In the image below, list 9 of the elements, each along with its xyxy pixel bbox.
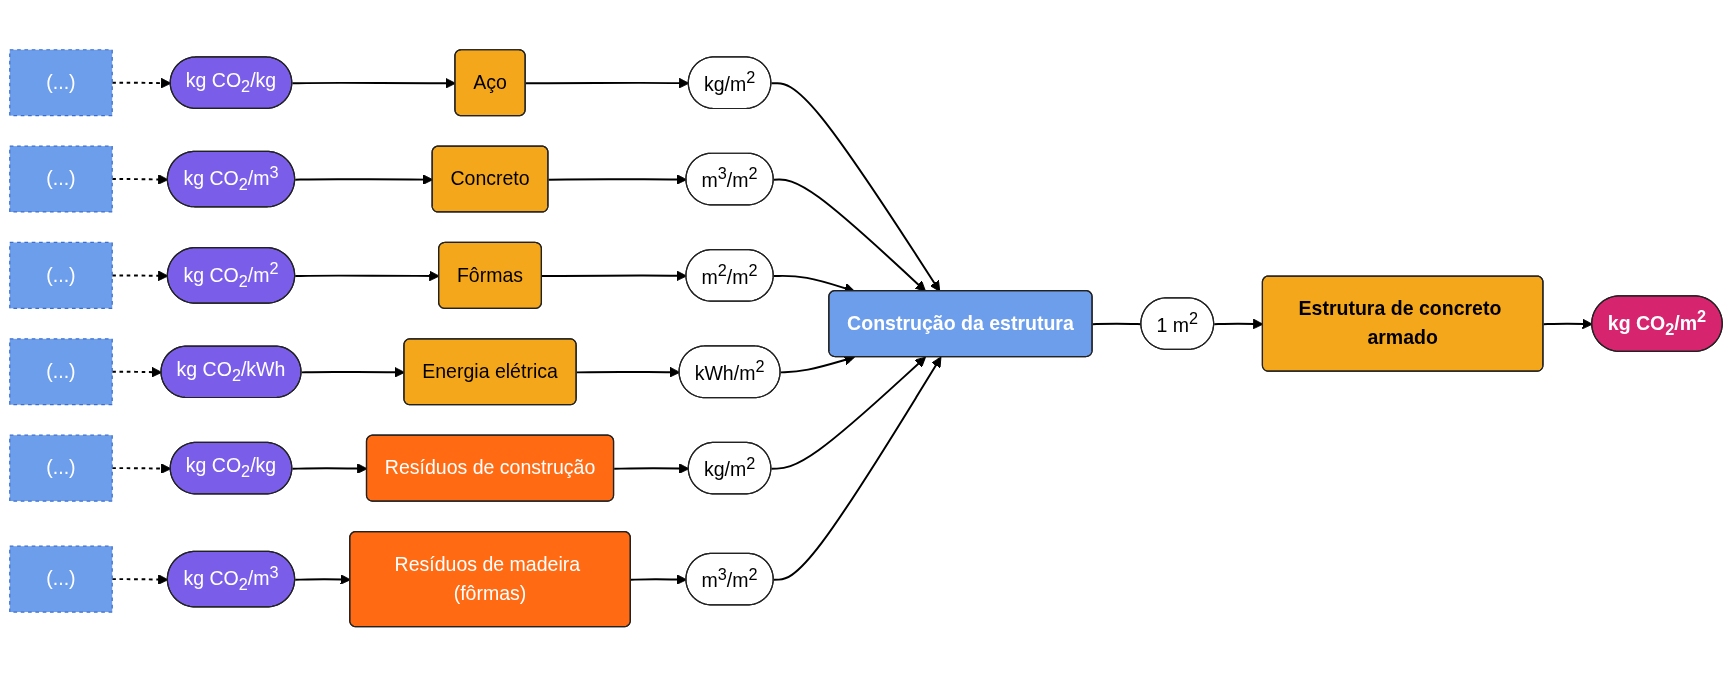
node-box: (...) xyxy=(9,434,113,502)
node-box: (...) xyxy=(9,145,113,213)
arrow xyxy=(770,356,926,470)
arrow xyxy=(770,82,941,292)
arrow xyxy=(772,356,942,581)
node-box: (...) xyxy=(9,338,113,406)
node-box: (...) xyxy=(9,545,113,613)
node-box: (...) xyxy=(9,49,113,117)
node-box: (...) xyxy=(9,242,113,310)
